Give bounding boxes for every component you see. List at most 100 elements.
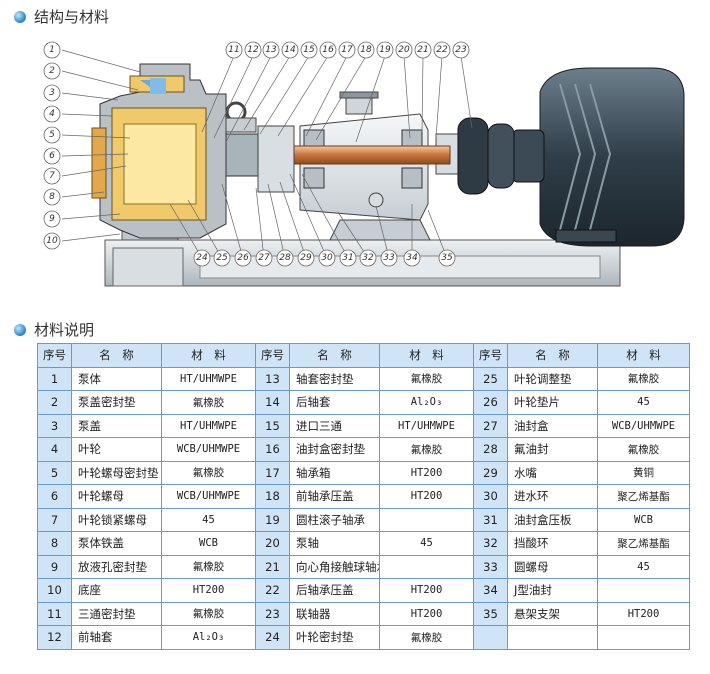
row-number: 9 bbox=[37, 554, 72, 579]
callout-number: 21 bbox=[417, 45, 428, 55]
part-name: 油封盒 bbox=[507, 413, 598, 438]
header-no: 序号 bbox=[473, 343, 508, 368]
row-number: 19 bbox=[255, 507, 290, 532]
callout-circle bbox=[433, 41, 451, 59]
callout-number: 23 bbox=[455, 45, 467, 55]
row-number: 21 bbox=[255, 554, 290, 579]
callout-5: 5 bbox=[43, 126, 61, 144]
callout-number: 16 bbox=[322, 45, 334, 55]
callout-27: 27 bbox=[255, 249, 273, 267]
callout-number: 28 bbox=[279, 253, 291, 263]
callout-number: 2 bbox=[49, 66, 55, 76]
part-name: 油封盒压板 bbox=[507, 507, 598, 532]
part-name: 进口三通 bbox=[289, 413, 380, 438]
callout-circle bbox=[380, 249, 398, 267]
part-name: 水嘴 bbox=[507, 460, 598, 485]
part-name bbox=[507, 625, 598, 650]
part-name: 挡酸环 bbox=[507, 531, 598, 556]
callout-19: 19 bbox=[376, 41, 394, 59]
callout-number: 11 bbox=[228, 45, 239, 55]
row-number: 28 bbox=[473, 437, 508, 462]
part-material bbox=[379, 507, 474, 532]
callout-14: 14 bbox=[281, 41, 299, 59]
row-number: 33 bbox=[473, 554, 508, 579]
callout-34: 34 bbox=[403, 249, 421, 267]
callout-26: 26 bbox=[234, 249, 252, 267]
table-header-row: 序号 名 称 材 料 序号 名 称 材 料 序号 名 称 材 料 bbox=[37, 343, 690, 368]
callout-number: 10 bbox=[46, 236, 58, 246]
callout-6: 6 bbox=[43, 147, 61, 165]
part-material: HT200 bbox=[379, 578, 474, 603]
part-material: 氟橡胶 bbox=[597, 437, 690, 462]
row-number: 31 bbox=[473, 507, 508, 532]
row-number: 30 bbox=[473, 484, 508, 509]
part-name: 后轴承压盖 bbox=[289, 578, 380, 603]
callout-12: 12 bbox=[244, 41, 262, 59]
part-material: WCB/UHMWPE bbox=[597, 413, 690, 438]
row-number: 35 bbox=[473, 601, 508, 626]
callout-circle bbox=[43, 147, 61, 165]
callout-circle bbox=[43, 188, 61, 206]
section-heading-materials: 材料说明 bbox=[14, 319, 94, 340]
part-name: 叶轮螺母密封垫 bbox=[71, 460, 162, 485]
part-material: 45 bbox=[597, 554, 690, 579]
part-material bbox=[597, 578, 690, 603]
callout-16: 16 bbox=[319, 41, 337, 59]
callout-number: 30 bbox=[321, 253, 333, 263]
part-name: 联轴器 bbox=[289, 601, 380, 626]
part-name: 叶轮 bbox=[71, 437, 162, 462]
callout-number: 31 bbox=[342, 253, 353, 263]
header-name: 名 称 bbox=[71, 343, 162, 368]
row-number bbox=[473, 625, 508, 650]
row-number: 17 bbox=[255, 460, 290, 485]
callout-circle bbox=[376, 41, 394, 59]
part-material: WCB/UHMWPE bbox=[161, 484, 256, 509]
callout-circle bbox=[43, 167, 61, 185]
callout-11: 11 bbox=[225, 41, 243, 59]
part-name: 泵盖密封垫 bbox=[71, 390, 162, 415]
part-material: 氟橡胶 bbox=[379, 437, 474, 462]
callout-circle bbox=[276, 249, 294, 267]
part-material bbox=[597, 625, 690, 650]
part-material: 氟橡胶 bbox=[597, 366, 690, 391]
callout-number: 15 bbox=[303, 45, 315, 55]
part-name: 圆螺母 bbox=[507, 554, 598, 579]
row-number: 34 bbox=[473, 578, 508, 603]
callout-number: 1 bbox=[49, 45, 55, 55]
part-name: 叶轮锁紧螺母 bbox=[71, 507, 162, 532]
row-number: 3 bbox=[37, 413, 72, 438]
callout-number: 17 bbox=[341, 45, 353, 55]
part-name: 叶轮调整垫 bbox=[507, 366, 598, 391]
part-name: 前轴套 bbox=[71, 625, 162, 650]
callout-circle bbox=[452, 41, 470, 59]
pump-casing bbox=[91, 63, 295, 239]
callout-circle bbox=[43, 41, 61, 59]
part-material: 黄铜 bbox=[597, 460, 690, 485]
row-number: 25 bbox=[473, 366, 508, 391]
header-name: 名 称 bbox=[289, 343, 380, 368]
part-material: 氟橡胶 bbox=[161, 554, 256, 579]
callout-circle bbox=[395, 41, 413, 59]
row-number: 23 bbox=[255, 601, 290, 626]
part-name: 泵体 bbox=[71, 366, 162, 391]
callout-circle bbox=[255, 249, 273, 267]
part-material: HT200 bbox=[379, 484, 474, 509]
callout-number: 9 bbox=[49, 214, 55, 224]
callout-circle bbox=[244, 41, 262, 59]
section-heading-structure: 结构与材料 bbox=[14, 6, 109, 27]
callout-circle bbox=[438, 249, 456, 267]
row-number: 7 bbox=[37, 507, 72, 532]
part-name: 泵轴 bbox=[289, 531, 380, 556]
row-number: 22 bbox=[255, 578, 290, 603]
part-material: 45 bbox=[597, 390, 690, 415]
row-number: 18 bbox=[255, 484, 290, 509]
callout-29: 29 bbox=[297, 249, 315, 267]
callout-circle bbox=[414, 41, 432, 59]
part-name: 圆柱滚子轴承 bbox=[289, 507, 380, 532]
part-material: 氟橡胶 bbox=[161, 601, 256, 626]
